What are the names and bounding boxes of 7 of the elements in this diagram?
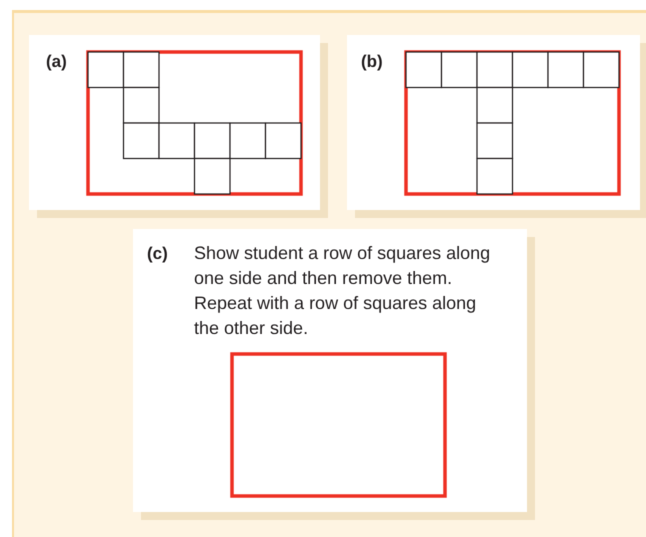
panel-card	[347, 35, 640, 210]
panel-card	[29, 35, 320, 210]
panel-label: (b)	[361, 52, 383, 72]
panel-label: (a)	[46, 52, 67, 72]
panel-label: (c)	[147, 244, 168, 264]
panel-card	[133, 229, 527, 512]
instruction-text: Show student a row of squares along one side and then remove them. Repeat with a row of squares along the other side.	[194, 242, 492, 340]
